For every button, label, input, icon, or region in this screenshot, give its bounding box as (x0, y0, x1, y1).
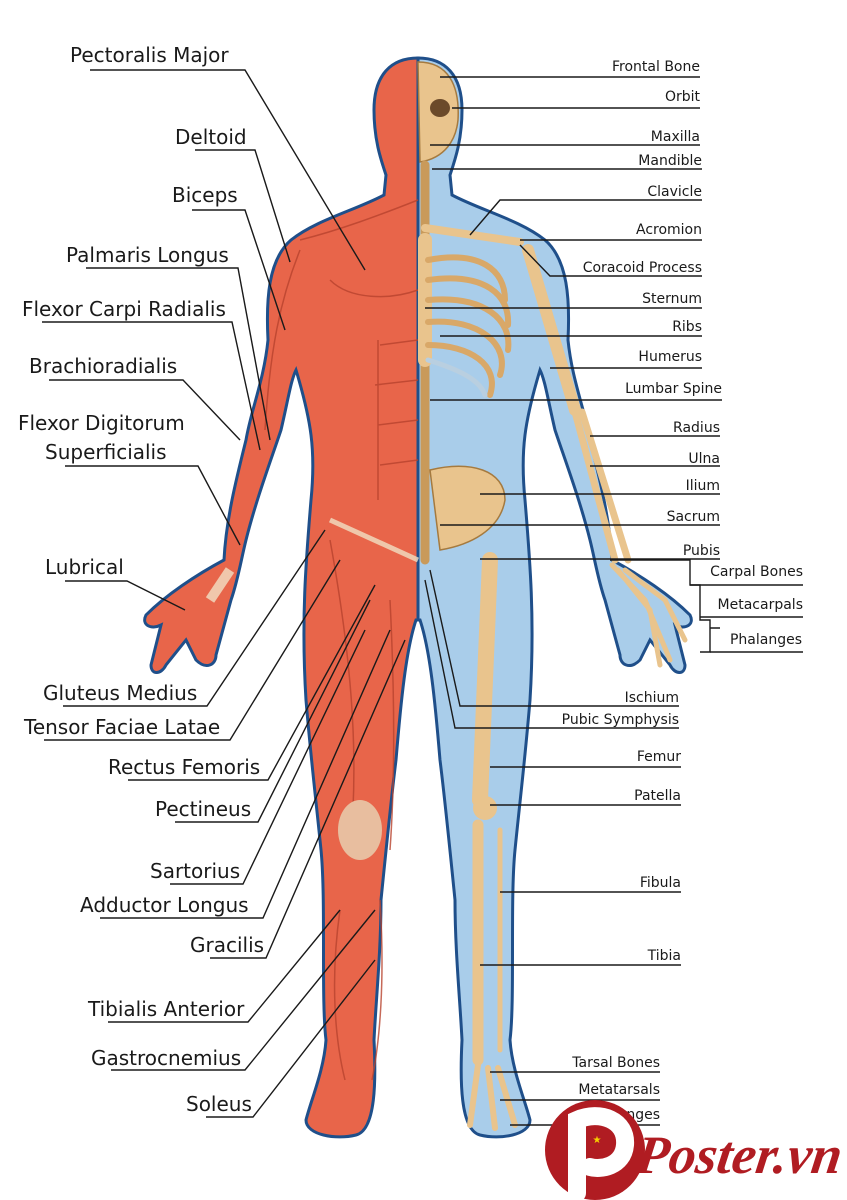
bone-label: Phalanges (729, 632, 802, 648)
bone-label: Ilium (685, 478, 720, 494)
muscle-label: Adductor Longus (80, 893, 249, 917)
muscle-leader-line (111, 909, 376, 1071)
muscle-leader-line (42, 321, 261, 451)
bone-label: Carpal Bones (710, 564, 803, 580)
muscle-leader-line (44, 559, 341, 741)
bone-label: Pubic Symphysis (561, 712, 679, 728)
bone-label: Ribs (672, 319, 702, 335)
bone-label: Tibia (647, 948, 681, 964)
muscle-leader-line (128, 584, 376, 781)
muscle-leader-line (65, 465, 241, 546)
muscle-leader-line (90, 69, 366, 271)
muscle-leader-line (170, 629, 366, 885)
muscle-label: Flexor Carpi Radialis (22, 297, 226, 321)
muscle-label: Biceps (172, 183, 238, 207)
muscle-leader-line (108, 909, 341, 1023)
muscle-leader-line (49, 379, 241, 441)
bone-label: Humerus (638, 349, 702, 365)
bone-label: Ischium (624, 690, 679, 706)
muscle-leader-line (206, 959, 376, 1118)
muscle-leader-line (175, 599, 371, 823)
muscle-leader-line (65, 580, 186, 611)
leader-lines (42, 69, 803, 1126)
bone-label: Radius (673, 420, 720, 436)
muscle-leader-line (86, 267, 271, 441)
muscle-leader-line (195, 149, 291, 263)
muscle-details (205, 199, 420, 1081)
bone-label: Maxilla (650, 129, 700, 145)
bone-label: Frontal Bone (612, 59, 700, 75)
poster-vn-logo[interactable]: ★ Poster.vn (545, 1095, 845, 1200)
muscle-leader-line (210, 639, 406, 959)
femur (472, 552, 498, 808)
svg-text:Poster.vn: Poster.vn (631, 1125, 845, 1185)
bone-label: Coracoid Process (582, 260, 702, 276)
muscle-half-left (143, 56, 420, 1139)
skeleton (417, 61, 688, 1131)
muscle-label: Rectus Femoris (108, 755, 261, 779)
muscle-label: Deltoid (175, 125, 247, 149)
muscle-label: Pectoralis Major (70, 43, 229, 67)
bone-label: Fibula (639, 875, 681, 891)
muscle-label: Gluteus Medius (43, 681, 198, 705)
bone-leader-line (424, 579, 679, 729)
patella (473, 796, 497, 820)
orbit (430, 99, 450, 117)
muscle-label: Tibialis Anterior (88, 997, 245, 1021)
muscle-label: Sartorius (150, 859, 241, 883)
bone-leader-line (519, 244, 702, 277)
muscle-label: Palmaris Longus (66, 243, 229, 267)
bone-label: Sacrum (666, 509, 720, 525)
muscle-label: Pectineus (155, 797, 252, 821)
forearm-bones (571, 408, 632, 564)
muscle-label: Gastrocnemius (91, 1046, 242, 1070)
muscle-leader-line (100, 629, 391, 919)
bone-label: Mandible (638, 153, 702, 169)
bone-label: Metatarsals (578, 1082, 660, 1098)
bone-leader-line (429, 569, 679, 707)
muscle-leader-line (63, 529, 326, 707)
bone-label: Pubis (682, 543, 720, 559)
foot-bones (467, 1062, 518, 1131)
muscle-label: Superficialis (45, 440, 167, 464)
muscle-label: Flexor Digitorum (18, 411, 185, 435)
skin-silhouette-right (416, 56, 693, 1139)
svg-text:★: ★ (593, 1135, 602, 1146)
bone-label: Metacarpals (717, 597, 803, 613)
muscle-leader-line (192, 209, 286, 331)
bone-label: Lumbar Spine (625, 381, 722, 397)
bone-label: Orbit (664, 89, 700, 105)
bone-label: Acromion (635, 222, 702, 238)
bone-label: Sternum (642, 291, 702, 307)
bone-label: Tarsal Bones (572, 1055, 660, 1071)
muscle-label: Brachioradialis (29, 354, 178, 378)
bone-label: Femur (636, 749, 681, 765)
hand-bones (609, 562, 688, 668)
muscle-label: Soleus (186, 1092, 252, 1116)
clavicle (421, 224, 524, 246)
bone-label: Clavicle (647, 184, 702, 200)
muscle-label: Lubrical (45, 555, 124, 579)
humerus (522, 244, 581, 416)
pelvis (429, 465, 506, 551)
bone-label: Ulna (688, 451, 720, 467)
bone-label: Patella (634, 788, 681, 804)
muscle-label: Gracilis (190, 933, 265, 957)
muscle-label: Tensor Faciae Latae (24, 715, 221, 739)
bone-leader-line (469, 199, 702, 236)
hand-bracket (610, 559, 720, 653)
